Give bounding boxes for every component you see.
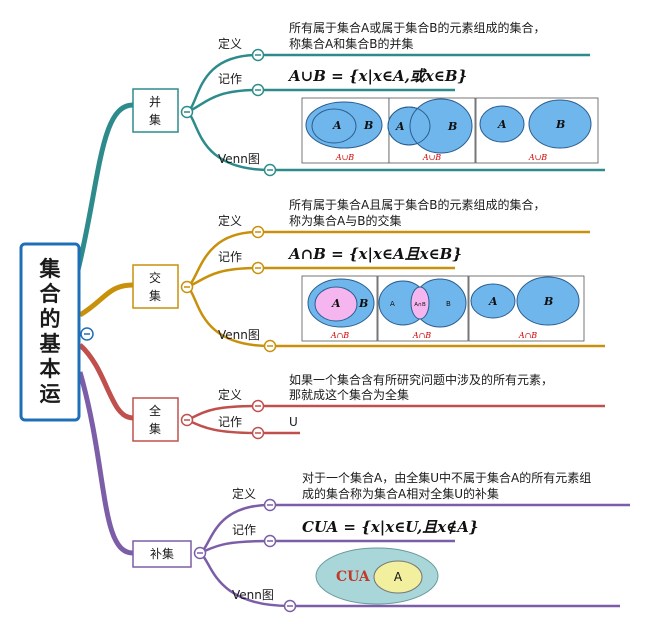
- universal-collapse-icon[interactable]: [180, 413, 194, 427]
- universal-label-2: 集: [149, 421, 161, 436]
- complement-venn-diagram: CUA A: [315, 547, 439, 605]
- svg-text:A∪B: A∪B: [422, 153, 441, 162]
- intersection-def-collapse-icon[interactable]: [251, 225, 265, 239]
- svg-text:A: A: [497, 118, 507, 131]
- union-venn-collapse-icon[interactable]: [263, 163, 277, 177]
- complement-def-label: 定义: [232, 486, 256, 501]
- complement-formula: CUA = {x|x∈U,且x∉A}: [302, 518, 479, 536]
- intersection-def-text-2: 称为集合A与B的交集: [289, 213, 401, 228]
- svg-text:B: B: [555, 118, 565, 131]
- svg-text:A: A: [390, 300, 395, 308]
- svg-text:A∩B: A∩B: [330, 331, 349, 340]
- complement-node[interactable]: [132, 540, 192, 568]
- union-venn-diagram-3: A B A∪B: [475, 97, 599, 164]
- intersection-venn-diagram-1: A B A∩B: [301, 275, 378, 342]
- intersection-branch: 交 集 定义 所有属于集合A且属于集合B的元素组成的集合， 称为集合A与B的交集…: [132, 197, 605, 353]
- svg-text:A: A: [395, 120, 405, 133]
- universal-branch: 全 集 定义 如果一个集合含有所研究问题中涉及的所有元素， 那就成这个集合为全集…: [132, 372, 605, 442]
- svg-text:A∪B: A∪B: [528, 153, 547, 162]
- complement-venn-collapse-icon[interactable]: [283, 599, 297, 613]
- universal-node[interactable]: [132, 397, 179, 442]
- intersection-notation-collapse-icon[interactable]: [251, 261, 265, 275]
- intersection-def-text-1: 所有属于集合A且属于集合B的元素组成的集合，: [289, 197, 545, 212]
- universal-def-label: 定义: [218, 387, 242, 402]
- connector-intersection: [78, 282, 134, 318]
- svg-text:基: 基: [40, 332, 62, 356]
- union-venn-diagram-2: A B A∪B: [387, 97, 476, 164]
- intersection-label-1: 交: [149, 270, 161, 285]
- root-collapse-icon[interactable]: [80, 327, 94, 341]
- universal-def-text-1: 如果一个集合含有所研究问题中涉及的所有元素，: [289, 372, 553, 387]
- root-title: 集 合 的 基 本 运: [39, 257, 62, 406]
- svg-text:B: B: [446, 300, 451, 308]
- svg-text:A: A: [331, 297, 341, 310]
- universal-notation-collapse-icon[interactable]: [251, 426, 265, 440]
- union-branch: 并 集 定义 所有属于集合A或属于集合B的元素组成的集合， 称集合A和集合B的并…: [132, 20, 605, 177]
- svg-text:集: 集: [39, 257, 62, 281]
- intersection-formula: A∩B = {x|x∈A且x∈B}: [287, 245, 462, 263]
- intersection-node[interactable]: [132, 264, 179, 309]
- intersection-venn-diagram-2: A B A∩B A∩B: [377, 275, 469, 342]
- svg-text:A: A: [332, 119, 342, 132]
- union-venn-label: Venn图: [218, 152, 260, 166]
- complement-def-text-2: 成的集合称为集合A相对全集U的补集: [302, 486, 499, 501]
- svg-text:A∩B: A∩B: [414, 302, 426, 308]
- svg-text:B: B: [543, 295, 553, 308]
- complement-branch: 补集 定义 对于一个集合A，由全集U中不属于集合A的所有元素组 成的集合称为集合…: [132, 470, 630, 613]
- svg-text:B: B: [447, 120, 457, 133]
- union-label-2: 集: [149, 112, 161, 127]
- svg-text:CUA: CUA: [336, 569, 371, 585]
- intersection-collapse-icon[interactable]: [180, 280, 194, 294]
- universal-notation-value: U: [289, 415, 298, 429]
- intersection-label-2: 集: [149, 288, 161, 303]
- universal-def-collapse-icon[interactable]: [251, 399, 265, 413]
- union-label-1: 并: [149, 95, 161, 109]
- intersection-def-label: 定义: [218, 213, 242, 228]
- svg-text:合: 合: [40, 282, 62, 306]
- union-notation-collapse-icon[interactable]: [251, 83, 265, 97]
- svg-text:A∩B: A∩B: [412, 331, 431, 340]
- intersection-venn-label: Venn图: [218, 328, 260, 342]
- complement-def-text-1: 对于一个集合A，由全集U中不属于集合A的所有元素组: [302, 470, 591, 485]
- union-def-text-1: 所有属于集合A或属于集合B的元素组成的集合，: [289, 20, 545, 35]
- connector-union: [75, 102, 134, 271]
- svg-text:运: 运: [40, 382, 61, 406]
- union-venn-diagram-1: A B A∪B: [301, 97, 390, 164]
- complement-label: 补集: [150, 546, 174, 561]
- connector-complement: [77, 371, 134, 556]
- svg-text:A: A: [394, 570, 403, 584]
- svg-text:A: A: [488, 295, 498, 308]
- svg-text:的: 的: [40, 307, 61, 331]
- complement-def-collapse-icon[interactable]: [263, 498, 277, 512]
- svg-text:B: B: [358, 297, 368, 310]
- union-node[interactable]: [132, 88, 179, 133]
- connector-universal: [78, 343, 134, 421]
- intersection-venn-diagram-3: A B A∩B: [468, 275, 585, 342]
- intersection-notation-label: 记作: [218, 250, 242, 264]
- root-node[interactable]: [19, 242, 81, 422]
- union-def-text-2: 称集合A和集合B的并集: [289, 36, 413, 51]
- union-notation-label: 记作: [218, 72, 242, 86]
- svg-text:A∪B: A∪B: [335, 153, 354, 162]
- union-def-label: 定义: [218, 36, 242, 51]
- complement-notation-collapse-icon[interactable]: [263, 534, 277, 548]
- union-collapse-icon[interactable]: [180, 105, 194, 119]
- union-def-collapse-icon[interactable]: [251, 48, 265, 62]
- universal-def-text-2: 那就成这个集合为全集: [289, 387, 409, 402]
- complement-notation-label: 记作: [232, 523, 256, 537]
- universal-notation-label: 记作: [218, 415, 242, 429]
- complement-collapse-icon[interactable]: [193, 546, 207, 560]
- union-formula: A∪B = {x|x∈A,或x∈B}: [287, 67, 467, 85]
- svg-text:B: B: [363, 119, 373, 132]
- complement-venn-label: Venn图: [232, 588, 274, 602]
- universal-label-1: 全: [149, 403, 161, 418]
- svg-text:A∩B: A∩B: [518, 331, 537, 340]
- intersection-venn-collapse-icon[interactable]: [263, 339, 277, 353]
- svg-text:本: 本: [40, 357, 61, 381]
